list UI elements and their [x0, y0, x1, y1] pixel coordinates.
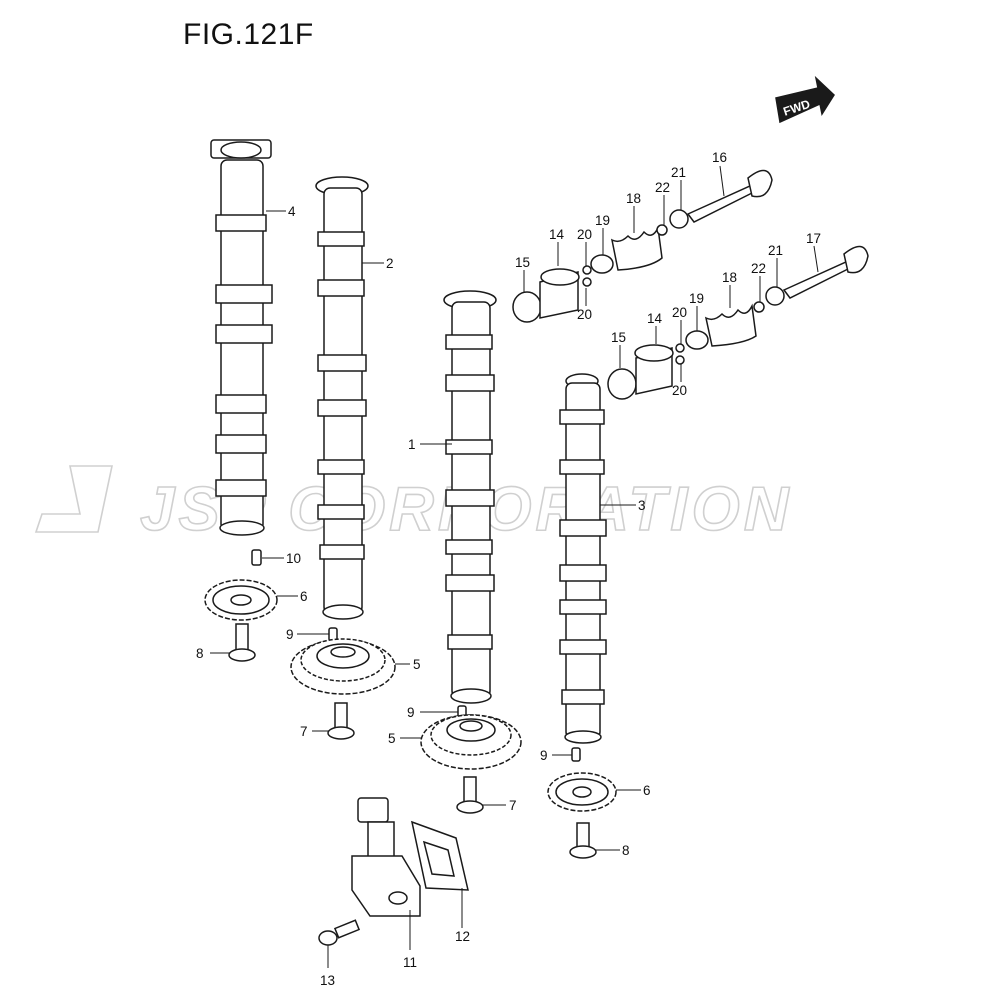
- callout-20-lower-a: 20: [672, 305, 687, 320]
- callout-labels: 4 2 1 3 10 6 6 8 8 9 9 9 5 5 7 7 11 12 1…: [196, 150, 821, 988]
- callout-1: 1: [408, 437, 416, 452]
- callout-6-left: 6: [300, 589, 308, 604]
- callout-20-lower-b: 20: [672, 383, 687, 398]
- callout-19-upper: 19: [595, 213, 610, 228]
- callout-22-lower: 22: [751, 261, 766, 276]
- callout-20-upper-a: 20: [577, 227, 592, 242]
- callout-7-left: 7: [300, 724, 308, 739]
- sprocket-5-left: [290, 638, 396, 695]
- callout-7-center: 7: [509, 798, 517, 813]
- callout-6-right: 6: [643, 783, 651, 798]
- valve-assembly-upper: [512, 169, 773, 323]
- callout-15-upper: 15: [515, 255, 530, 270]
- figure-title: FIG.121F: [183, 18, 314, 51]
- callout-20-upper-b: 20: [577, 307, 592, 322]
- callout-9-right: 9: [540, 748, 548, 763]
- bolt-8-left: [228, 623, 256, 662]
- camshaft-4: [210, 139, 273, 536]
- watermark: JSP CORPORATION: [34, 465, 789, 545]
- callout-22-upper: 22: [655, 180, 670, 195]
- callout-11: 11: [403, 955, 417, 970]
- callout-3: 3: [638, 498, 646, 513]
- callout-21-lower: 21: [768, 243, 783, 258]
- callout-10: 10: [286, 551, 301, 566]
- gasket-12: [410, 820, 469, 891]
- oil-control-valve-11: [351, 797, 421, 917]
- callout-18-upper: 18: [626, 191, 641, 206]
- callout-8-right: 8: [622, 843, 630, 858]
- callout-15-lower: 15: [611, 330, 626, 345]
- leader-lines: [210, 165, 819, 968]
- callout-9-center: 9: [407, 705, 415, 720]
- callout-4: 4: [288, 204, 296, 219]
- callout-8-left: 8: [196, 646, 204, 661]
- callout-12: 12: [455, 929, 470, 944]
- callout-16: 16: [712, 150, 727, 165]
- callout-19-lower: 19: [689, 291, 704, 306]
- callout-18-lower: 18: [722, 270, 737, 285]
- sprocket-6-right: [547, 772, 617, 812]
- pin-9-right: [571, 747, 581, 762]
- callout-17: 17: [806, 231, 821, 246]
- callout-14-lower: 14: [647, 311, 663, 326]
- bolt-13: [318, 919, 361, 946]
- callout-5-center: 5: [388, 731, 396, 746]
- callout-21-upper: 21: [671, 165, 686, 180]
- callout-5-left: 5: [413, 657, 421, 672]
- callout-13: 13: [320, 973, 335, 988]
- sprocket-6-left: [204, 579, 278, 621]
- sprocket-5-center: [420, 714, 522, 770]
- bolt-8-right: [569, 822, 597, 859]
- bolt-7-center: [456, 776, 484, 814]
- callout-2: 2: [386, 256, 394, 271]
- camshaft-2: [315, 176, 369, 620]
- callout-14-upper: 14: [549, 227, 565, 242]
- camshaft-1: [443, 290, 497, 704]
- callout-9-left: 9: [286, 627, 294, 642]
- fwd-arrow-badge: FWD: [775, 75, 835, 124]
- camshaft-3: [559, 373, 607, 744]
- pin-10: [251, 549, 262, 566]
- bolt-7-left: [327, 702, 355, 740]
- valve-assembly-lower: [607, 245, 869, 400]
